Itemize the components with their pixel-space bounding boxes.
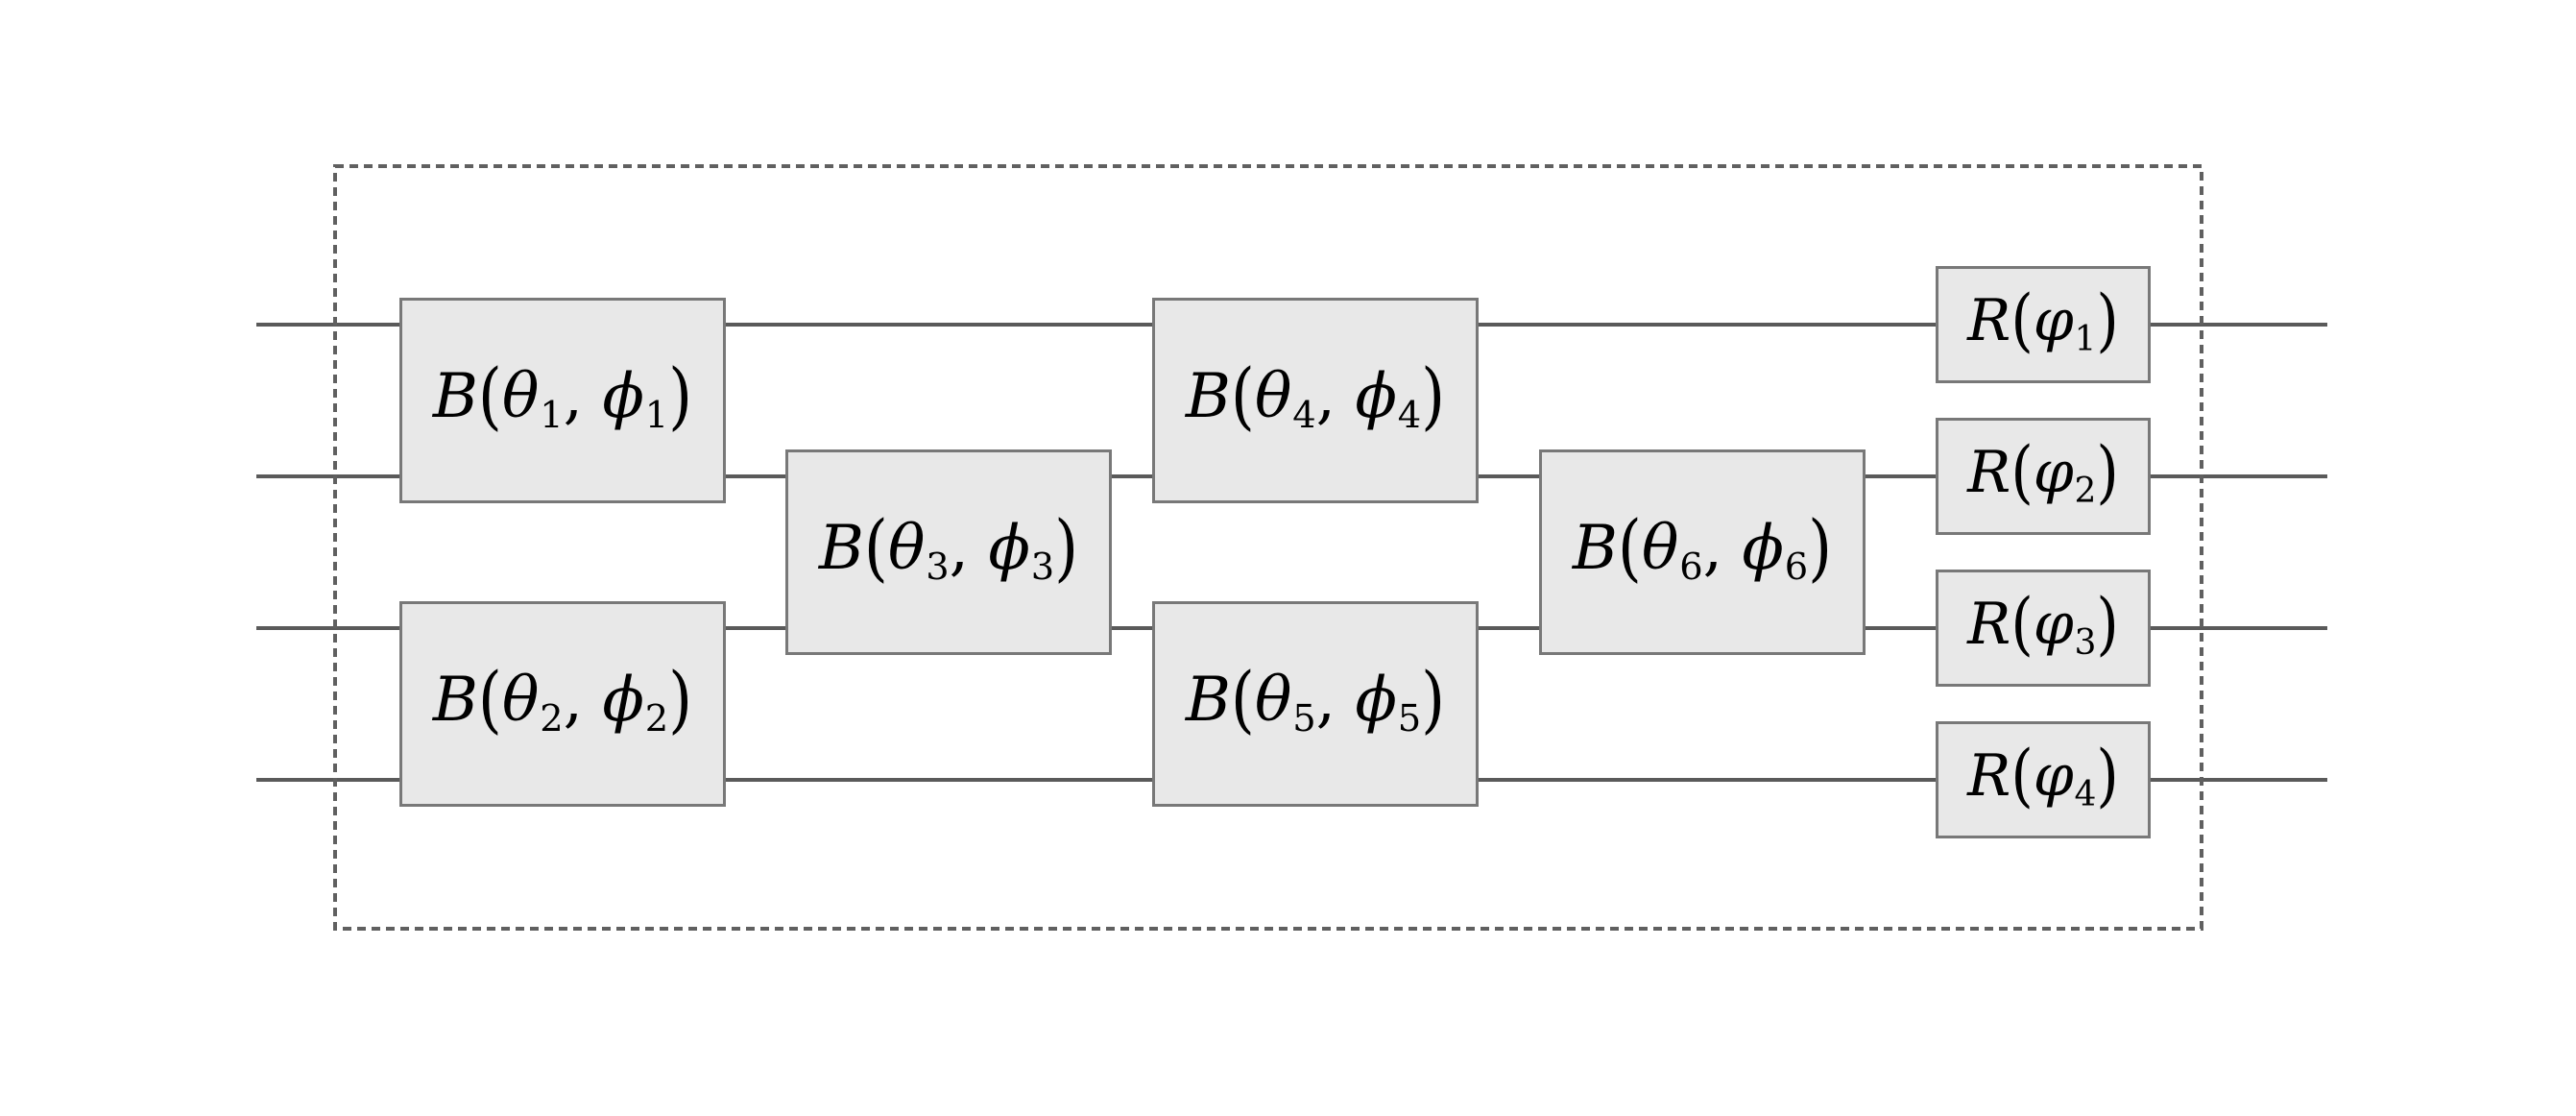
gate-name: R xyxy=(1967,439,2011,507)
theta-symbol: θ xyxy=(1641,513,1679,585)
varphi-subscript: 3 xyxy=(2074,622,2097,663)
paren-open: ( xyxy=(477,354,502,440)
varphi-symbol: φ xyxy=(2033,287,2074,355)
paren-open: ( xyxy=(1230,658,1255,743)
varphi-symbol: φ xyxy=(2033,742,2074,811)
varphi-symbol: φ xyxy=(2033,439,2074,507)
phi-symbol: ϕ xyxy=(1742,513,1784,585)
theta-symbol: θ xyxy=(1254,665,1292,737)
gate-b6-label: B(θ6, ϕ6) xyxy=(1573,513,1832,590)
theta-subscript: 5 xyxy=(1292,697,1316,741)
gate-name: R xyxy=(1967,287,2011,355)
gate-name: B xyxy=(1185,361,1231,433)
theta-symbol: θ xyxy=(501,361,540,433)
gate-r3-label: R(φ3) xyxy=(1967,591,2119,663)
dashed-boundary-box xyxy=(333,164,2203,931)
paren-close: ) xyxy=(1421,658,1446,743)
gate-name: B xyxy=(818,513,864,585)
gate-b5-label: B(θ5, ϕ5) xyxy=(1186,665,1445,741)
gate-b1: B(θ1, ϕ1) xyxy=(399,298,726,503)
phi-subscript: 4 xyxy=(1397,394,1422,438)
gate-name: B xyxy=(432,361,478,433)
gate-r2-label: R(φ2) xyxy=(1967,439,2119,511)
phi-subscript: 2 xyxy=(644,697,669,741)
phi-subscript: 5 xyxy=(1397,697,1422,741)
paren-open: ( xyxy=(1230,354,1255,440)
paren-close: ) xyxy=(2096,281,2119,361)
gate-name: B xyxy=(1572,513,1618,585)
gate-b4: B(θ4, ϕ4) xyxy=(1152,298,1479,503)
phi-subscript: 1 xyxy=(644,394,669,438)
paren-close: ) xyxy=(1421,354,1446,440)
theta-subscript: 3 xyxy=(926,546,950,590)
gate-b2: B(θ2, ϕ2) xyxy=(399,601,726,807)
paren-open: ( xyxy=(477,658,502,743)
gate-r2: R(φ2) xyxy=(1936,418,2151,535)
gate-b4-label: B(θ4, ϕ4) xyxy=(1186,361,1445,438)
comma: , xyxy=(1315,361,1356,433)
varphi-subscript: 4 xyxy=(2074,774,2097,814)
gate-name: B xyxy=(432,665,478,737)
gate-b5: B(θ5, ϕ5) xyxy=(1152,601,1479,807)
comma: , xyxy=(949,513,989,585)
gate-b6: B(θ6, ϕ6) xyxy=(1539,449,1866,655)
paren-open: ( xyxy=(2010,281,2034,361)
phi-symbol: ϕ xyxy=(988,513,1030,585)
theta-symbol: θ xyxy=(1254,361,1292,433)
varphi-subscript: 2 xyxy=(2074,471,2097,511)
theta-subscript: 1 xyxy=(540,394,564,438)
gate-name: R xyxy=(1967,591,2011,659)
paren-close: ) xyxy=(2096,737,2119,816)
theta-symbol: θ xyxy=(501,665,540,737)
gate-r4: R(φ4) xyxy=(1936,721,2151,838)
paren-close: ) xyxy=(668,658,693,743)
theta-symbol: θ xyxy=(887,513,926,585)
comma: , xyxy=(1315,665,1356,737)
paren-open: ( xyxy=(1617,506,1642,592)
gate-name: B xyxy=(1185,665,1231,737)
gate-b3: B(θ3, ϕ3) xyxy=(785,449,1112,655)
paren-open: ( xyxy=(863,506,888,592)
paren-open: ( xyxy=(2010,737,2034,816)
comma: , xyxy=(563,665,603,737)
gate-name: R xyxy=(1967,742,2011,811)
theta-subscript: 2 xyxy=(540,697,564,741)
paren-open: ( xyxy=(2010,585,2034,665)
gate-r4-label: R(φ4) xyxy=(1967,742,2119,814)
paren-close: ) xyxy=(668,354,693,440)
phi-subscript: 6 xyxy=(1784,546,1809,590)
paren-close: ) xyxy=(2096,433,2119,513)
gate-b1-label: B(θ1, ϕ1) xyxy=(433,361,692,438)
paren-close: ) xyxy=(1808,506,1833,592)
gate-b2-label: B(θ2, ϕ2) xyxy=(433,665,692,741)
gate-r1: R(φ1) xyxy=(1936,266,2151,383)
gate-r3: R(φ3) xyxy=(1936,570,2151,687)
phi-symbol: ϕ xyxy=(1355,665,1397,737)
paren-close: ) xyxy=(2096,585,2119,665)
paren-open: ( xyxy=(2010,433,2034,513)
paren-close: ) xyxy=(1054,506,1079,592)
theta-subscript: 4 xyxy=(1292,394,1316,438)
gate-b3-label: B(θ3, ϕ3) xyxy=(819,513,1078,590)
theta-subscript: 6 xyxy=(1679,546,1703,590)
varphi-subscript: 1 xyxy=(2074,319,2097,359)
phi-symbol: ϕ xyxy=(602,361,644,433)
phi-symbol: ϕ xyxy=(1355,361,1397,433)
gate-r1-label: R(φ1) xyxy=(1967,287,2119,359)
phi-symbol: ϕ xyxy=(602,665,644,737)
comma: , xyxy=(563,361,603,433)
varphi-symbol: φ xyxy=(2033,591,2074,659)
comma: , xyxy=(1702,513,1743,585)
phi-subscript: 3 xyxy=(1030,546,1055,590)
